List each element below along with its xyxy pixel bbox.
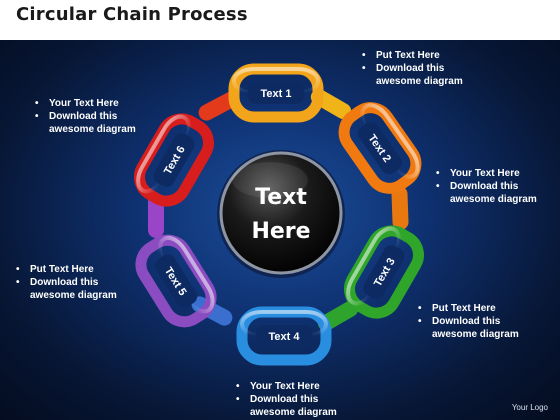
note-item: Download this awesome diagram bbox=[33, 110, 145, 136]
note-item: Download this awesome diagram bbox=[360, 62, 480, 88]
note-item: Download this awesome diagram bbox=[14, 276, 130, 302]
chain-link-4: Text 4 bbox=[236, 306, 332, 366]
link-label: Text 4 bbox=[269, 331, 301, 343]
link-label: Text 1 bbox=[261, 88, 292, 100]
chain-link-1: Text 1 bbox=[228, 63, 324, 123]
note-item: Put Text Here bbox=[14, 263, 130, 276]
footer-logo: Your Logo bbox=[511, 403, 548, 412]
chain-link-5: Text 5 bbox=[135, 234, 217, 328]
diagram-area: Text 1 Text 2 Text 3 Text 4 Text 5 bbox=[0, 40, 560, 420]
note-item: Put Text Here bbox=[360, 49, 480, 62]
note-left-upper: Your Text Here Download this awesome dia… bbox=[33, 97, 145, 136]
note-left-lower: Put Text Here Download this awesome diag… bbox=[14, 263, 130, 302]
chain-link-2: Text 2 bbox=[338, 102, 422, 194]
chain-diagram: Text 1 Text 2 Text 3 Text 4 Text 5 bbox=[134, 63, 424, 366]
center-hub: Text Here bbox=[217, 150, 345, 278]
center-text-line-1: Text bbox=[255, 185, 307, 210]
note-right-lower: Put Text Here Download this awesome diag… bbox=[416, 302, 536, 341]
note-item: Your Text Here bbox=[434, 167, 552, 180]
note-item: Your Text Here bbox=[33, 97, 145, 110]
note-item: Download this awesome diagram bbox=[434, 180, 552, 206]
note-top-right: Put Text Here Download this awesome diag… bbox=[360, 49, 480, 88]
note-item: Download this awesome diagram bbox=[416, 315, 536, 341]
note-item: Your Text Here bbox=[234, 380, 352, 393]
note-item: Download this awesome diagram bbox=[234, 393, 352, 419]
chain-link-3: Text 3 bbox=[344, 225, 424, 319]
note-bottom: Your Text Here Download this awesome dia… bbox=[234, 380, 352, 419]
page-title: Circular Chain Process bbox=[16, 4, 248, 25]
note-right-upper: Your Text Here Download this awesome dia… bbox=[434, 167, 552, 206]
center-text-line-2: Here bbox=[251, 219, 310, 244]
note-item: Put Text Here bbox=[416, 302, 536, 315]
